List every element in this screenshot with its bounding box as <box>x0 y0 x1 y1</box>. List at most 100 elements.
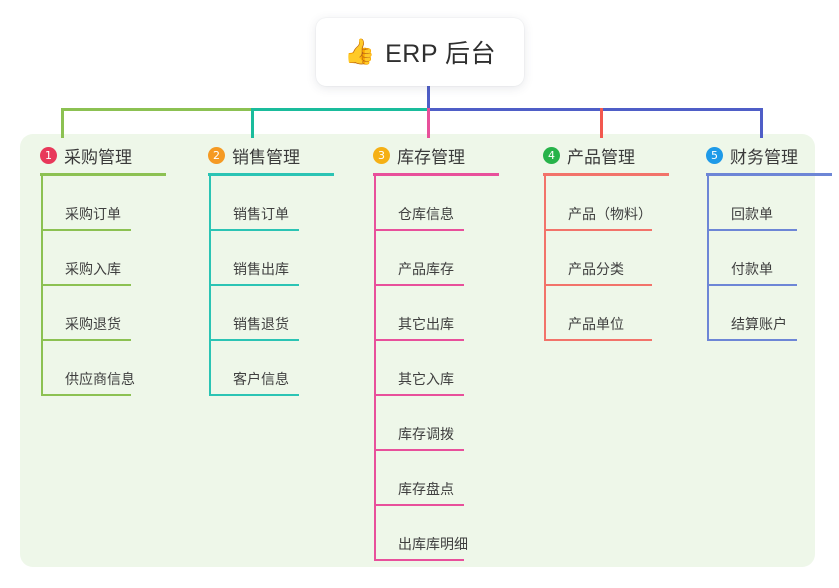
column-purchase-management: 1 采购管理采购订单采购入库采购退货供应商信息 <box>22 142 166 396</box>
leaf-item-label: 销售退货 <box>233 316 289 332</box>
leaf-list: 仓库信息产品库存其它出库其它入库库存调拨库存盘点出库库明细 <box>373 176 499 561</box>
leaf-item[interactable]: 其它出库 <box>374 286 499 341</box>
leaf-item-label: 供应商信息 <box>65 371 135 387</box>
leaf-spine <box>374 231 376 286</box>
leaf-item-label: 客户信息 <box>233 371 289 387</box>
leaf-item-rule <box>41 394 131 396</box>
leaf-item[interactable]: 产品分类 <box>544 231 669 286</box>
leaf-item-rule <box>374 229 464 231</box>
column-header-rule <box>706 173 832 176</box>
leaf-list: 销售订单销售出库销售退货客户信息 <box>208 176 334 396</box>
column-header-rule <box>208 173 334 176</box>
leaf-spine <box>544 286 546 341</box>
leaf-item[interactable]: 产品库存 <box>374 231 499 286</box>
leaf-spine <box>544 231 546 286</box>
root-node-title: ERP 后台 <box>385 40 497 68</box>
leaf-item-label: 仓库信息 <box>398 206 454 222</box>
leaf-spine <box>41 341 43 396</box>
leaf-spine <box>209 176 211 231</box>
leaf-spine <box>544 176 546 231</box>
leaf-item-rule <box>374 394 464 396</box>
column-header-purchase-management[interactable]: 1 采购管理 <box>22 142 166 168</box>
leaf-item[interactable]: 仓库信息 <box>374 176 499 231</box>
leaf-spine <box>374 341 376 396</box>
leaf-item-label: 销售订单 <box>233 206 289 222</box>
leaf-item[interactable]: 出库库明细 <box>374 506 499 561</box>
leaf-item-rule <box>209 229 299 231</box>
leaf-spine <box>374 176 376 231</box>
connector-drop-finance <box>760 108 763 138</box>
leaf-spine <box>41 286 43 341</box>
leaf-spine <box>374 286 376 341</box>
leaf-item[interactable]: 其它入库 <box>374 341 499 396</box>
leaf-item[interactable]: 库存调拨 <box>374 396 499 451</box>
connector-drop-inventory <box>427 108 430 138</box>
column-title: 财务管理 <box>730 147 798 167</box>
leaf-item-label: 出库库明细 <box>398 536 468 552</box>
leaf-item[interactable]: 结算账户 <box>707 286 832 341</box>
column-header-rule <box>373 173 499 176</box>
leaf-item-label: 其它入库 <box>398 371 454 387</box>
column-header-rule <box>40 173 166 176</box>
number-badge-icon: 1 <box>40 146 57 164</box>
leaf-item-label: 产品单位 <box>568 316 624 332</box>
leaf-item-label: 产品分类 <box>568 261 624 277</box>
column-title: 销售管理 <box>232 147 300 167</box>
leaf-item[interactable]: 采购入库 <box>41 231 166 286</box>
leaf-item[interactable]: 产品（物料） <box>544 176 669 231</box>
leaf-item[interactable]: 产品单位 <box>544 286 669 341</box>
leaf-item[interactable]: 付款单 <box>707 231 832 286</box>
leaf-item-label: 库存调拨 <box>398 426 454 442</box>
leaf-item-rule <box>209 284 299 286</box>
connector-blue-segment <box>427 108 762 111</box>
leaf-item[interactable]: 库存盘点 <box>374 451 499 506</box>
leaf-item-rule <box>41 339 131 341</box>
thumbs-up-icon: 👍 <box>343 37 376 66</box>
leaf-item-rule <box>41 229 131 231</box>
leaf-item[interactable]: 供应商信息 <box>41 341 166 396</box>
leaf-item[interactable]: 销售退货 <box>209 286 334 341</box>
leaf-item[interactable]: 采购订单 <box>41 176 166 231</box>
leaf-item[interactable]: 客户信息 <box>209 341 334 396</box>
leaf-item[interactable]: 销售订单 <box>209 176 334 231</box>
connector-drop-sales <box>251 108 254 138</box>
leaf-list: 回款单付款单结算账户 <box>706 176 832 341</box>
leaf-item-label: 库存盘点 <box>398 481 454 497</box>
connector-drop-product <box>600 108 603 138</box>
root-node[interactable]: 👍 ERP 后台 <box>316 18 524 86</box>
leaf-item-label: 采购入库 <box>65 261 121 277</box>
leaf-item-rule <box>707 284 797 286</box>
diagram-background-panel <box>20 134 815 567</box>
connector-teal-segment <box>251 108 427 111</box>
column-title: 采购管理 <box>64 147 132 167</box>
leaf-spine <box>707 286 709 341</box>
leaf-item[interactable]: 销售出库 <box>209 231 334 286</box>
leaf-item-label: 采购退货 <box>65 316 121 332</box>
leaf-item-label: 回款单 <box>731 206 773 222</box>
leaf-spine <box>707 176 709 231</box>
number-badge-icon: 4 <box>543 146 560 164</box>
leaf-item-rule <box>374 504 464 506</box>
leaf-item-rule <box>374 559 464 561</box>
leaf-item-rule <box>544 339 652 341</box>
leaf-item-rule <box>707 229 797 231</box>
leaf-spine <box>374 506 376 561</box>
leaf-item-label: 付款单 <box>731 261 773 277</box>
column-header-rule <box>543 173 669 176</box>
leaf-item-rule <box>209 339 299 341</box>
leaf-item[interactable]: 采购退货 <box>41 286 166 341</box>
leaf-list: 采购订单采购入库采购退货供应商信息 <box>40 176 166 396</box>
leaf-item-rule <box>707 339 797 341</box>
leaf-item[interactable]: 回款单 <box>707 176 832 231</box>
leaf-spine <box>209 341 211 396</box>
leaf-spine <box>707 231 709 286</box>
leaf-item-label: 结算账户 <box>731 316 787 332</box>
leaf-spine <box>209 286 211 341</box>
